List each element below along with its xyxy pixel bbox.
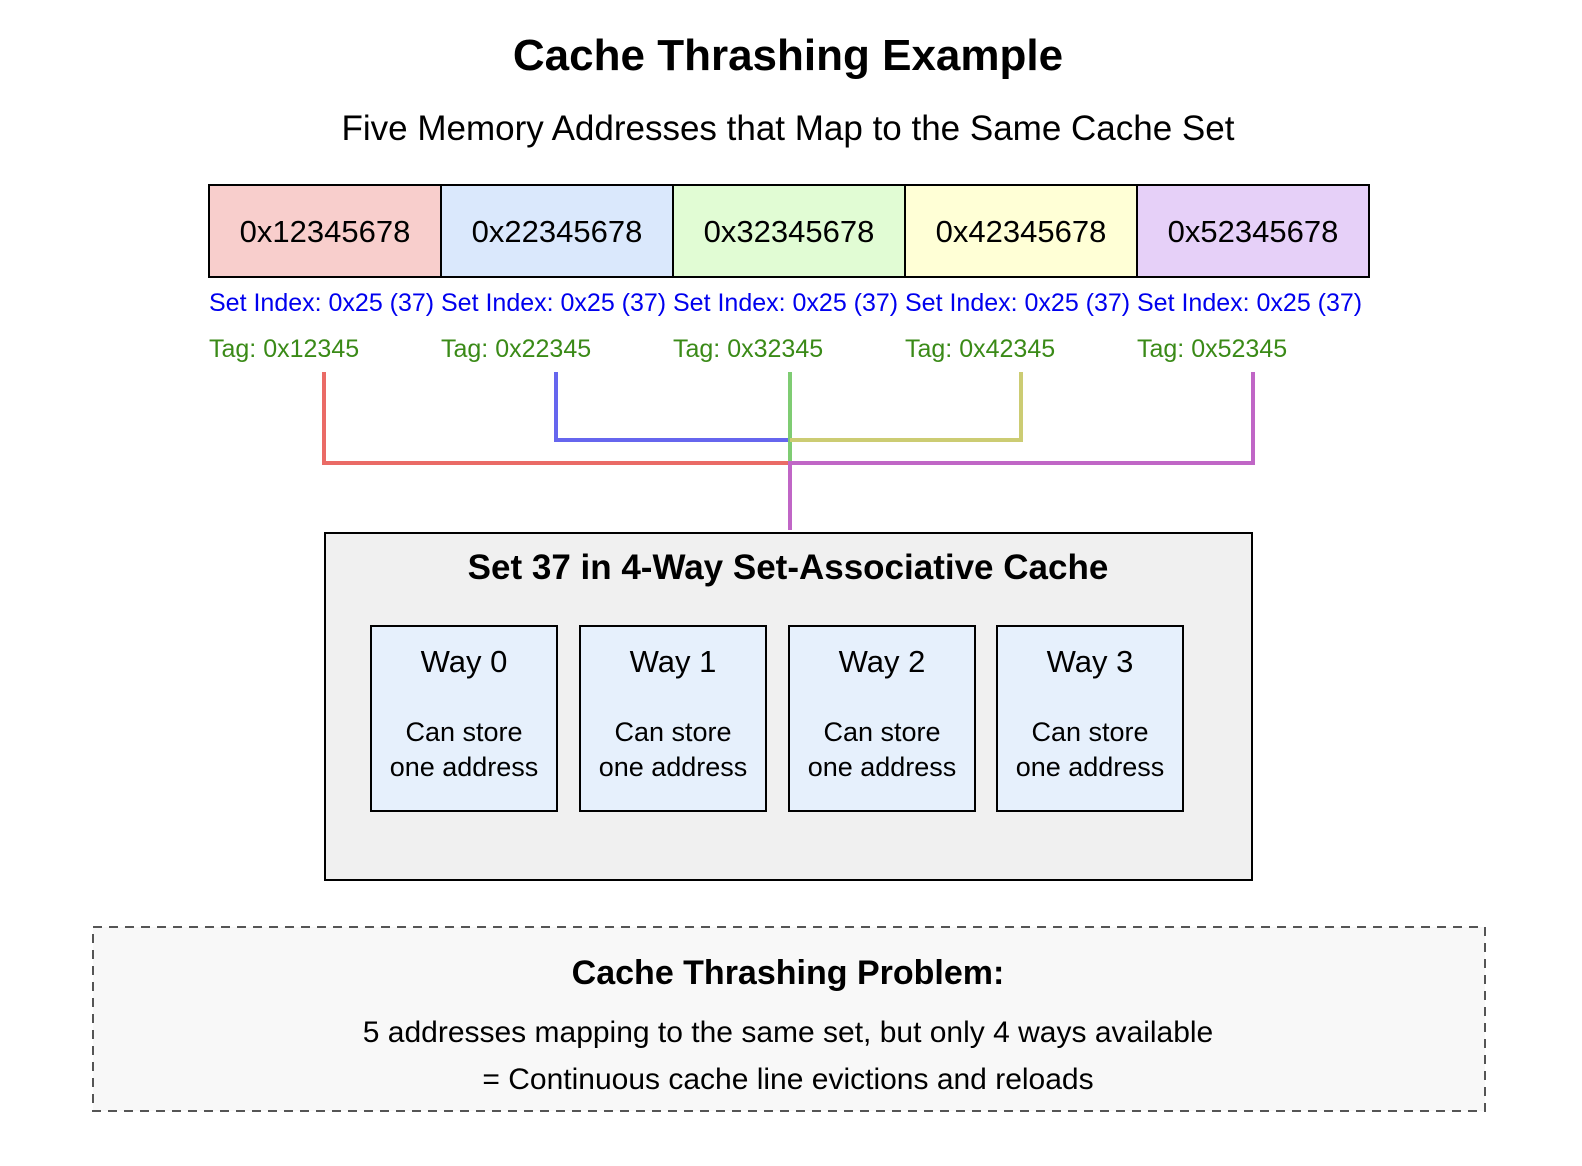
address-box-0 <box>208 184 442 278</box>
address-box-3 <box>904 184 1138 278</box>
set-index-label-3: Set Index: 0x25 (37) <box>905 289 1130 317</box>
address-value-1: 0x22345678 <box>472 214 643 249</box>
way-desc-line1-2: Can store <box>823 717 940 747</box>
tag-label-2: Tag: 0x32345 <box>673 335 823 363</box>
cache-set: Set 37 in 4-Way Set-Associative Cache Wa… <box>324 532 1253 881</box>
address-cell-1: 0x22345678 <box>440 184 674 278</box>
tag-label-1: Tag: 0x22345 <box>441 335 591 363</box>
address-box-1 <box>440 184 674 278</box>
way-desc-line1-0: Can store <box>405 717 522 747</box>
cache-way-1: Way 1 Can store one address <box>579 625 767 812</box>
address-cell-3: 0x42345678 <box>904 184 1138 278</box>
diagram-subtitle: Five Memory Addresses that Map to the Sa… <box>342 109 1235 148</box>
way-box-2 <box>788 625 976 812</box>
connector-line-4 <box>788 372 1255 530</box>
way-label-2: Way 2 <box>839 644 926 679</box>
cache-way-0: Way 0 Can store one address <box>370 625 558 812</box>
address-value-3: 0x42345678 <box>936 214 1107 249</box>
address-value-0: 0x12345678 <box>240 214 411 249</box>
connector-line-1 <box>554 372 790 442</box>
way-label-1: Way 1 <box>630 644 717 679</box>
tag-label-0: Tag: 0x12345 <box>209 335 359 363</box>
address-value-2: 0x32345678 <box>704 214 875 249</box>
set-index-labels: Set Index: 0x25 (37) Set Index: 0x25 (37… <box>209 289 1362 317</box>
address-box-4 <box>1136 184 1370 278</box>
way-desc-line1-3: Can store <box>1031 717 1148 747</box>
way-box-1 <box>579 625 767 812</box>
problem-title: Cache Thrashing Problem: <box>572 954 1005 992</box>
way-box-0 <box>370 625 558 812</box>
set-index-label-4: Set Index: 0x25 (37) <box>1137 289 1362 317</box>
way-desc-line2-1: one address <box>599 752 748 782</box>
address-value-4: 0x52345678 <box>1168 214 1339 249</box>
set-index-label-1: Set Index: 0x25 (37) <box>441 289 666 317</box>
problem-box <box>92 926 1486 1112</box>
address-cell-0: 0x12345678 <box>208 184 442 278</box>
address-box-2 <box>672 184 906 278</box>
way-box-3 <box>996 625 1184 812</box>
address-cell-4: 0x52345678 <box>1136 184 1370 278</box>
cache-way-3: Way 3 Can store one address <box>996 625 1184 812</box>
connector-line-3 <box>790 372 1023 442</box>
connector-line-0 <box>322 372 790 465</box>
set-index-label-0: Set Index: 0x25 (37) <box>209 289 434 317</box>
set-index-label-2: Set Index: 0x25 (37) <box>673 289 898 317</box>
tag-labels: Tag: 0x12345 Tag: 0x22345 Tag: 0x32345 T… <box>209 335 1287 363</box>
address-row: 0x12345678 0x22345678 0x32345678 0x42345… <box>208 184 1370 278</box>
address-cell-2: 0x32345678 <box>672 184 906 278</box>
diagram-title: Cache Thrashing Example <box>513 31 1063 80</box>
cache-way-2: Way 2 Can store one address <box>788 625 976 812</box>
tag-label-4: Tag: 0x52345 <box>1137 335 1287 363</box>
way-desc-line1-1: Can store <box>614 717 731 747</box>
connector-lines <box>322 372 1255 530</box>
way-desc-line2-0: one address <box>390 752 539 782</box>
problem-callout: Cache Thrashing Problem: 5 addresses map… <box>92 926 1486 1112</box>
cache-set-title: Set 37 in 4-Way Set-Associative Cache <box>468 548 1109 587</box>
way-label-3: Way 3 <box>1047 644 1134 679</box>
tag-label-3: Tag: 0x42345 <box>905 335 1055 363</box>
way-desc-line2-3: one address <box>1016 752 1165 782</box>
problem-line-1: 5 addresses mapping to the same set, but… <box>363 1016 1214 1049</box>
way-label-0: Way 0 <box>421 644 508 679</box>
way-desc-line2-2: one address <box>808 752 957 782</box>
problem-line-2: = Continuous cache line evictions and re… <box>482 1063 1093 1096</box>
